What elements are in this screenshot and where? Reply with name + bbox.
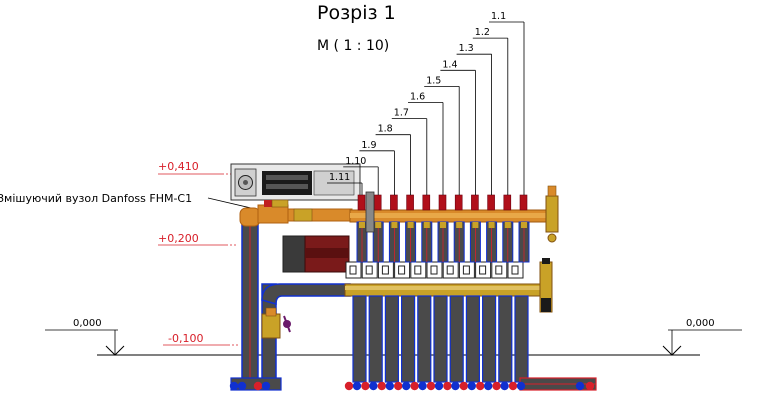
circuit-tube xyxy=(352,194,368,383)
circuit-label: 1.4 xyxy=(442,59,457,70)
mixing-unit-label: Змішуючий вузол Danfoss FHM-C1 xyxy=(0,192,192,205)
circuit-label: 1.5 xyxy=(426,75,441,86)
drawing-title: Розріз 1 xyxy=(317,2,396,24)
pipe-end xyxy=(253,381,263,391)
level-top-label: +0,410 xyxy=(158,160,199,173)
circuit-tube xyxy=(498,194,514,383)
mixing-unit-callout: Змішуючий вузол Danfoss FHM-C1 xyxy=(0,192,269,213)
circuit-tubes xyxy=(352,191,530,383)
supply-valve xyxy=(239,199,353,227)
level-low-label: -0,100 xyxy=(168,332,203,345)
level-marker-right: 0,000 xyxy=(662,318,742,356)
circuit-callout: 1.10 xyxy=(343,156,379,195)
pipe-end-return xyxy=(500,381,509,391)
manifold-end-fittings xyxy=(539,185,559,313)
circulation-pump xyxy=(282,235,350,273)
pipe-end-return xyxy=(369,381,378,391)
flowmeter xyxy=(410,261,427,279)
level-mid: +0,200 xyxy=(158,232,236,246)
circuit-callout: 1.3 xyxy=(456,43,493,195)
level-floor-right-label: 0,000 xyxy=(686,318,715,329)
pipe-end-supply xyxy=(585,381,595,391)
pipe-end-supply xyxy=(508,381,518,391)
circuit-label: 1.2 xyxy=(475,27,490,38)
circuit-tube xyxy=(449,194,465,383)
flowmeter xyxy=(394,261,411,279)
pipe-end-supply xyxy=(361,381,370,391)
flowmeter xyxy=(458,261,475,279)
circuit-label: 1.1 xyxy=(491,11,506,22)
circuit-callouts: 1.11.21.31.41.51.61.71.81.9 1.10 1.11 xyxy=(327,11,525,195)
pipe-end-supply xyxy=(377,381,386,391)
supply-manifold xyxy=(349,209,551,223)
pipe-end xyxy=(261,381,271,391)
drawing-scale: М ( 1 : 10) xyxy=(317,38,389,54)
pipe-end xyxy=(237,381,247,391)
circuit-tube xyxy=(384,194,400,383)
circuit-tube xyxy=(433,194,449,383)
pipe-end-return xyxy=(434,381,444,391)
circuit-callout: 1.7 xyxy=(391,108,428,195)
circuit-label: 1.10 xyxy=(345,156,366,167)
flowmeter xyxy=(507,261,524,279)
circuit-label: 1.3 xyxy=(459,43,474,54)
flowmeter xyxy=(491,261,508,279)
flowmeter xyxy=(345,261,362,279)
pipe-end-return xyxy=(516,381,526,391)
floor-pipe-ends xyxy=(229,381,595,391)
level-marker-left: 0,000 xyxy=(45,318,125,356)
circuit-callout: 1.4 xyxy=(440,59,476,195)
pipe-end-supply xyxy=(443,381,452,391)
circuit-tube xyxy=(368,194,384,383)
flowmeter xyxy=(442,261,459,279)
pipe-end-return xyxy=(418,381,427,391)
flowmeter xyxy=(475,261,492,279)
pipe-end-supply xyxy=(344,381,354,391)
circuit-label: 1.9 xyxy=(361,140,376,151)
circuit-callout: 1.5 xyxy=(424,75,460,195)
pipe-end-supply xyxy=(459,381,468,391)
circuit-callout: 1.6 xyxy=(408,92,444,195)
flowmeter-row xyxy=(345,261,524,279)
pipe-end-supply xyxy=(492,381,501,391)
pipe-end-return xyxy=(385,381,394,391)
pipe-end xyxy=(229,381,239,391)
pipe-end-return xyxy=(451,381,460,391)
circuit-tube xyxy=(514,194,530,383)
flowmeter xyxy=(426,261,443,279)
level-top: +0,410 xyxy=(158,160,232,175)
circuit-label: 1.11 xyxy=(329,172,350,183)
controller-box xyxy=(230,163,361,201)
circuit-label: 1.6 xyxy=(410,92,425,103)
pipe-end-return xyxy=(352,381,362,391)
level-floor-left-label: 0,000 xyxy=(73,318,102,329)
air-vent-fitting xyxy=(365,191,375,233)
flowmeter xyxy=(361,261,378,279)
return-valve xyxy=(261,307,291,339)
pipe-end-supply xyxy=(476,381,485,391)
flowmeter xyxy=(377,261,394,279)
circuit-callout: 1.11 xyxy=(327,172,363,195)
level-mid-label: +0,200 xyxy=(158,232,199,245)
pipe-end-return xyxy=(484,381,493,391)
pipe-end-supply xyxy=(394,381,403,391)
circuit-tube xyxy=(401,194,417,383)
level-low: -0,100 xyxy=(163,332,238,346)
circuit-label: 1.7 xyxy=(394,108,409,119)
circuit-callout: 1.9 xyxy=(359,140,395,195)
pipe-end-return xyxy=(402,381,411,391)
circuit-label: 1.8 xyxy=(378,124,393,135)
pipe-end-return xyxy=(575,381,585,391)
circuit-callout: 1.1 xyxy=(489,11,525,195)
pipe-end-supply xyxy=(426,381,436,391)
pipe-end-supply xyxy=(410,381,419,391)
return-manifold xyxy=(344,283,546,297)
circuit-callout: 1.2 xyxy=(472,27,509,195)
circuit-tube xyxy=(417,194,433,383)
pipe-end-return xyxy=(467,381,476,391)
circuit-callout: 1.8 xyxy=(375,124,412,195)
